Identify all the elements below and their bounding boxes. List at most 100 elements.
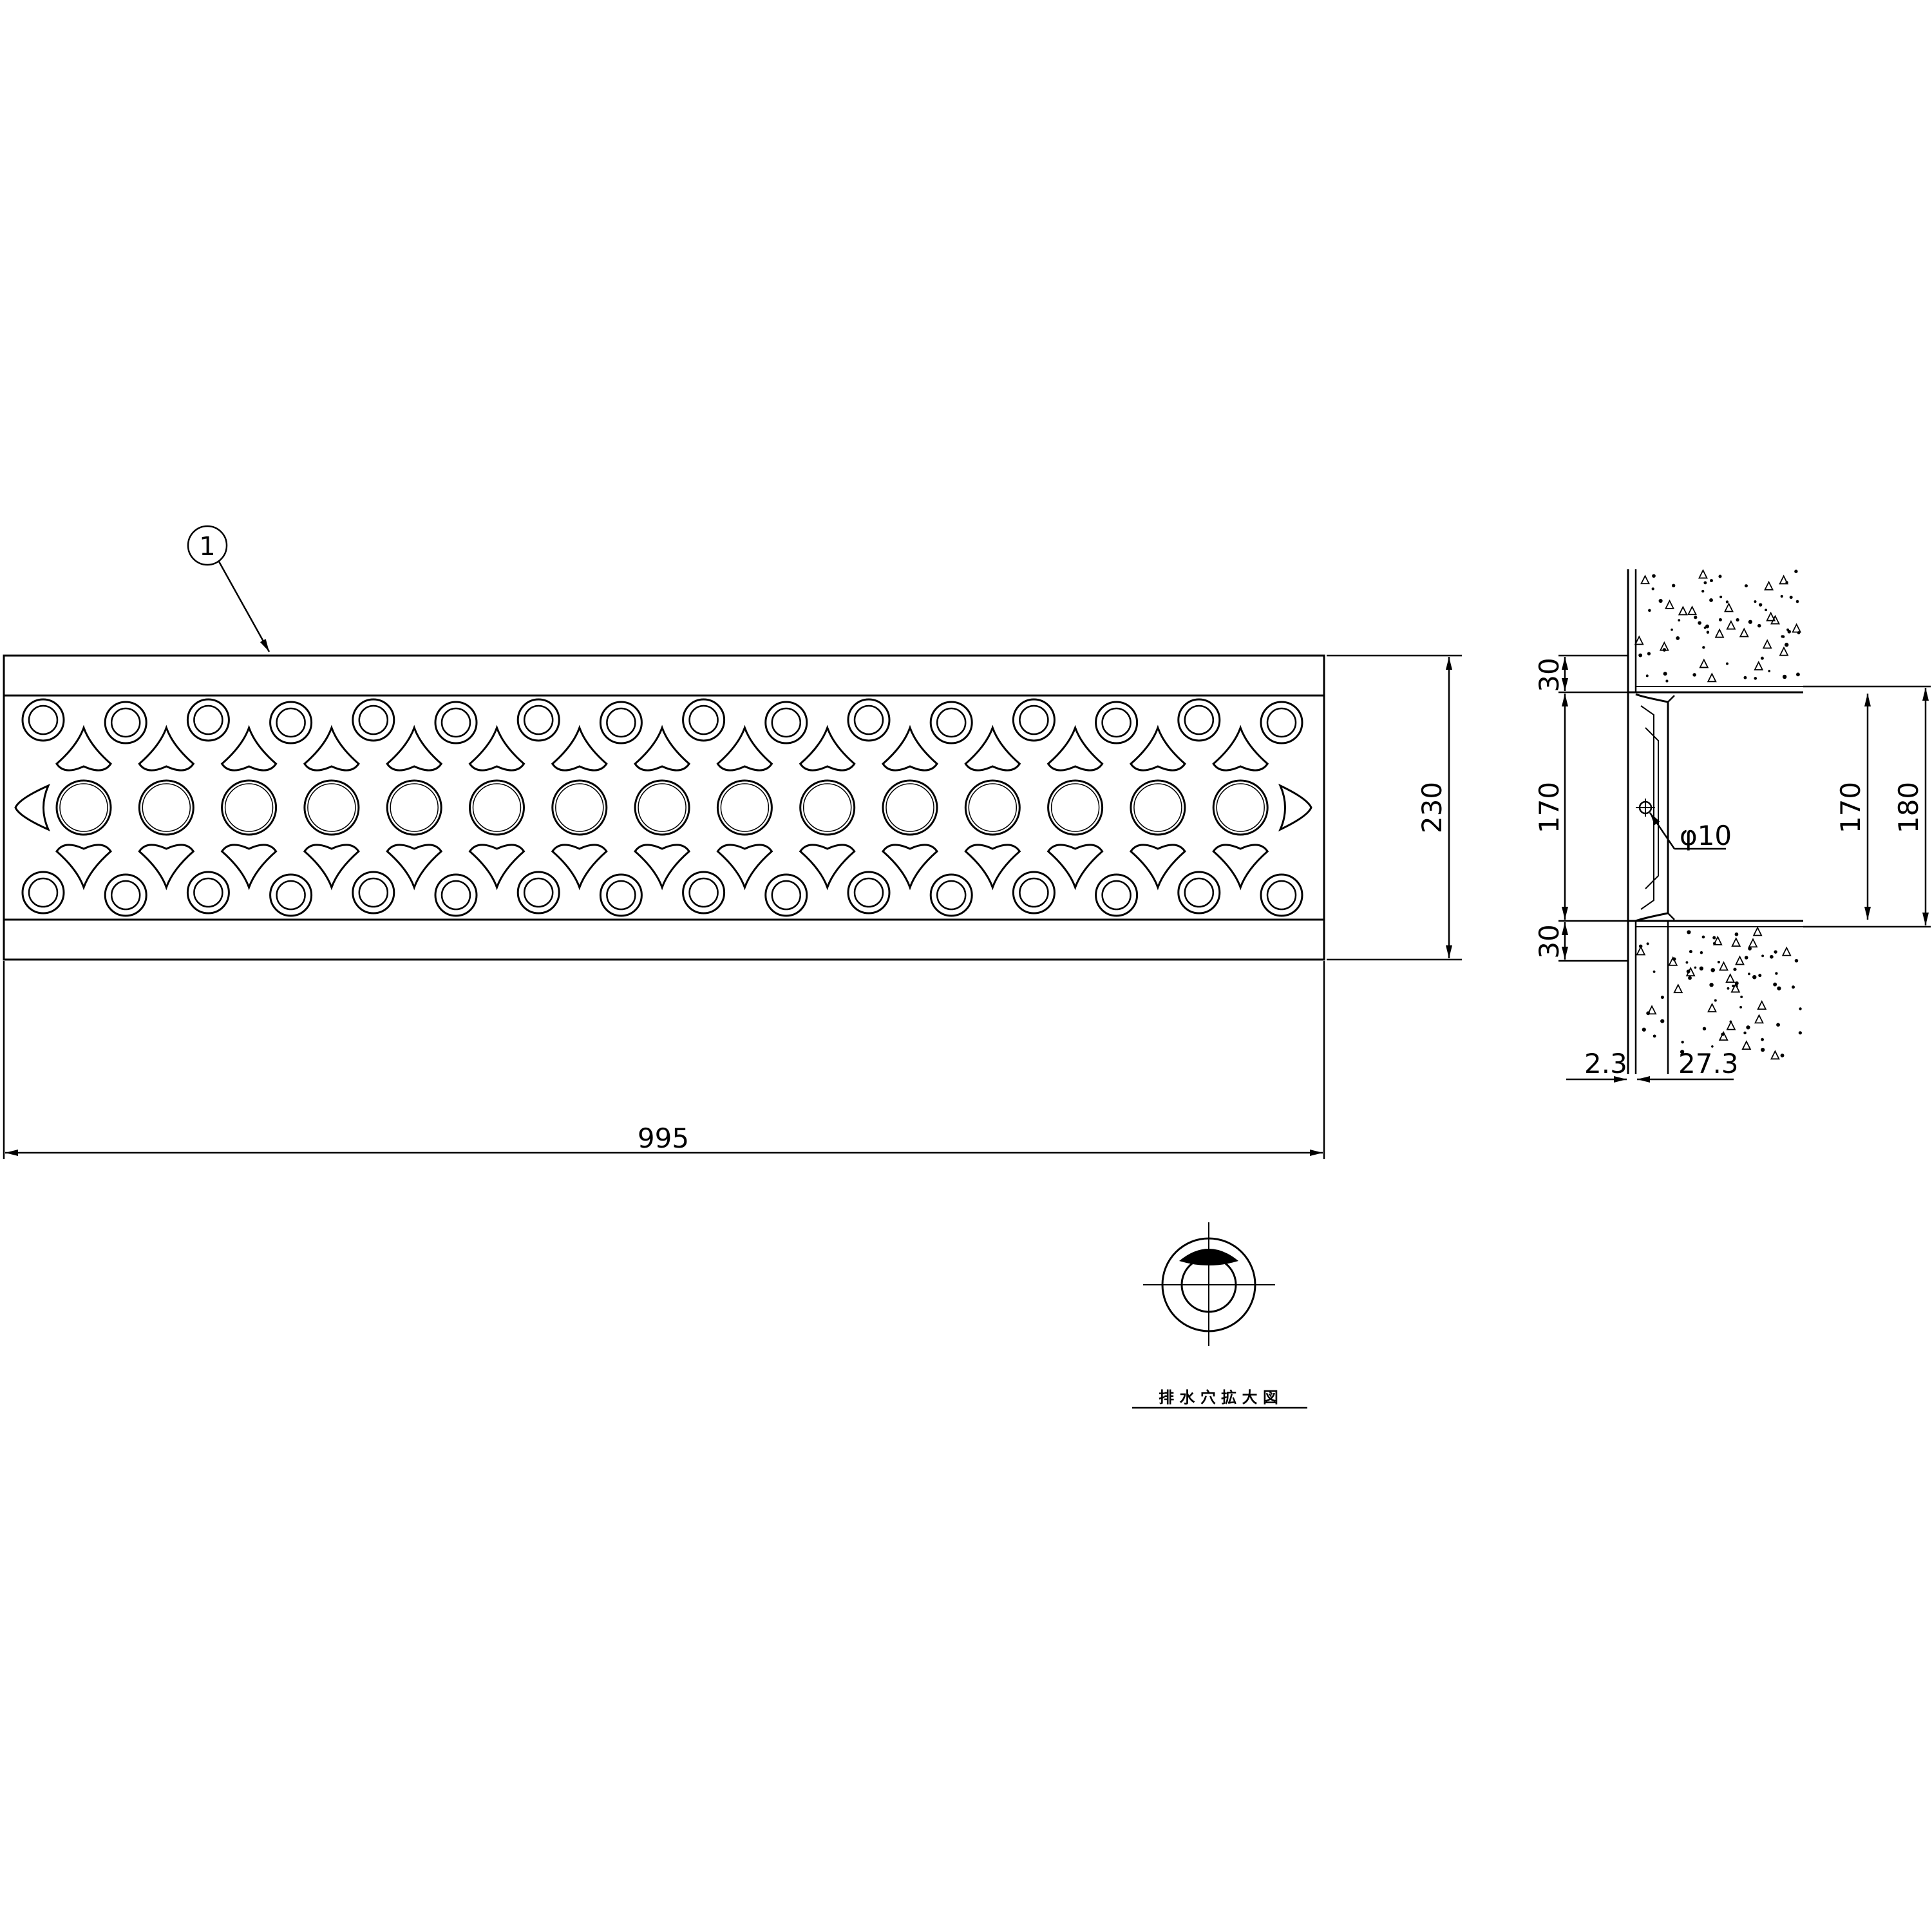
trefoil-slot: [1212, 844, 1269, 891]
ring-hole-outer: [1260, 701, 1303, 744]
ring-hole-inner: [1184, 705, 1215, 735]
ring-hole-outer: [186, 871, 230, 914]
section-bottom-dimensions: 2.3 27.3: [1566, 1048, 1739, 1083]
drain-hole-rim: [390, 783, 439, 832]
drain-hole-rim: [307, 783, 356, 832]
drain-hole-rim: [59, 783, 108, 832]
ring-hole-inner: [523, 877, 554, 908]
trefoil-slot: [386, 844, 443, 891]
drain-hole-detail: 排 水 穴 拡 大 図: [1132, 1222, 1307, 1409]
trefoil-slot: [1046, 724, 1104, 772]
inner-right-label: 170: [1835, 782, 1866, 833]
drain-hole: [799, 779, 856, 836]
trefoil-slot: [551, 724, 608, 772]
drain-hole: [882, 779, 938, 836]
ring-hole-inner: [771, 707, 802, 738]
trefoil-slot: [468, 724, 526, 772]
drain-hole: [964, 779, 1021, 836]
inner-left-label: 170: [1533, 782, 1565, 833]
drain-hole: [303, 779, 360, 836]
ring-hole-outer: [21, 698, 65, 742]
ring-hole-inner: [936, 707, 967, 738]
trefoil-slot: [220, 844, 278, 891]
ring-hole-outer: [516, 698, 560, 742]
ring-hole-outer: [929, 873, 973, 917]
grating-hole-pattern: [14, 698, 1312, 917]
plan-view: [3, 654, 1325, 961]
drain-hole: [221, 779, 278, 836]
trefoil-slot: [716, 844, 773, 891]
ring-hole-outer: [764, 873, 808, 917]
trefoil-slot: [303, 844, 360, 891]
trefoil-slot: [1129, 724, 1186, 772]
length-dimension: 995: [3, 961, 1325, 1159]
trefoil-slot: [1212, 724, 1269, 772]
outer-right-label: 180: [1893, 782, 1924, 833]
drain-hole: [634, 779, 690, 836]
ring-hole-outer: [847, 871, 891, 914]
drain-hole-rim: [886, 783, 934, 832]
drain-hole: [1212, 779, 1269, 836]
drain-hole-rim: [720, 783, 770, 832]
width-dimension: 230: [1327, 654, 1462, 961]
ring-hole-inner: [193, 705, 223, 735]
ring-hole-outer: [516, 871, 560, 914]
trefoil-slot: [634, 844, 691, 891]
ring-hole-inner: [606, 707, 636, 738]
detail-title: 排 水 穴 拡 大 図: [1159, 1388, 1278, 1406]
section-left-dimensions: 30 170 30: [1533, 654, 1628, 962]
ring-hole-inner: [1101, 707, 1132, 738]
concrete-hatch: [1634, 569, 1802, 1060]
ring-hole-inner: [110, 707, 141, 738]
ring-hole-inner: [358, 877, 389, 908]
ring-hole-outer: [104, 873, 147, 917]
end-slot-right: [1278, 783, 1312, 832]
trefoil-slot: [882, 724, 938, 772]
drain-hole: [386, 779, 442, 836]
section-view: φ10: [1627, 569, 1803, 1074]
part-balloon: 1: [187, 525, 270, 652]
ring-hole-inner: [28, 877, 59, 908]
ring-hole-inner: [853, 877, 884, 908]
drain-hole-rim: [1216, 783, 1265, 832]
ring-hole-inner: [936, 880, 967, 911]
ring-hole-inner: [276, 880, 306, 911]
thickness-label: 2.3: [1584, 1048, 1627, 1079]
ring-hole-inner: [688, 705, 719, 735]
trefoil-slot: [138, 844, 195, 891]
trefoil-slot: [303, 724, 360, 772]
drain-hole: [138, 779, 194, 836]
trefoil-slot: [882, 844, 938, 891]
flange-bottom-label: 30: [1533, 924, 1565, 958]
drain-hole-rim: [968, 783, 1018, 832]
ring-hole-outer: [847, 698, 891, 742]
trefoil-slot: [1129, 844, 1186, 891]
ring-hole-inner: [440, 880, 471, 911]
trefoil-slot: [1046, 844, 1104, 891]
end-slot-left: [14, 784, 50, 831]
trefoil-slot: [220, 724, 278, 772]
drain-hole: [1130, 779, 1186, 836]
ring-hole-inner: [28, 705, 59, 735]
ring-hole-inner: [606, 880, 636, 911]
drain-hole-rim: [555, 783, 604, 832]
part-balloon-number: 1: [199, 532, 215, 562]
trefoil-slot: [138, 724, 195, 772]
ring-hole-outer: [434, 701, 478, 744]
trefoil-slot: [964, 724, 1021, 772]
drain-hole: [469, 779, 525, 836]
ring-hole-outer: [764, 701, 808, 744]
trefoil-slot: [551, 844, 608, 891]
ring-hole-inner: [1101, 880, 1132, 911]
trefoil-slot: [634, 724, 691, 772]
ring-hole-outer: [1177, 698, 1221, 742]
ring-hole-inner: [523, 705, 554, 735]
drain-hole: [551, 779, 608, 836]
drain-hole: [1047, 779, 1104, 836]
hole-diameter-label: φ10: [1680, 820, 1732, 851]
drain-hole-rim: [224, 783, 274, 832]
ring-hole-outer: [21, 871, 65, 914]
trefoil-slot: [799, 724, 856, 772]
ring-hole-inner: [853, 705, 884, 735]
